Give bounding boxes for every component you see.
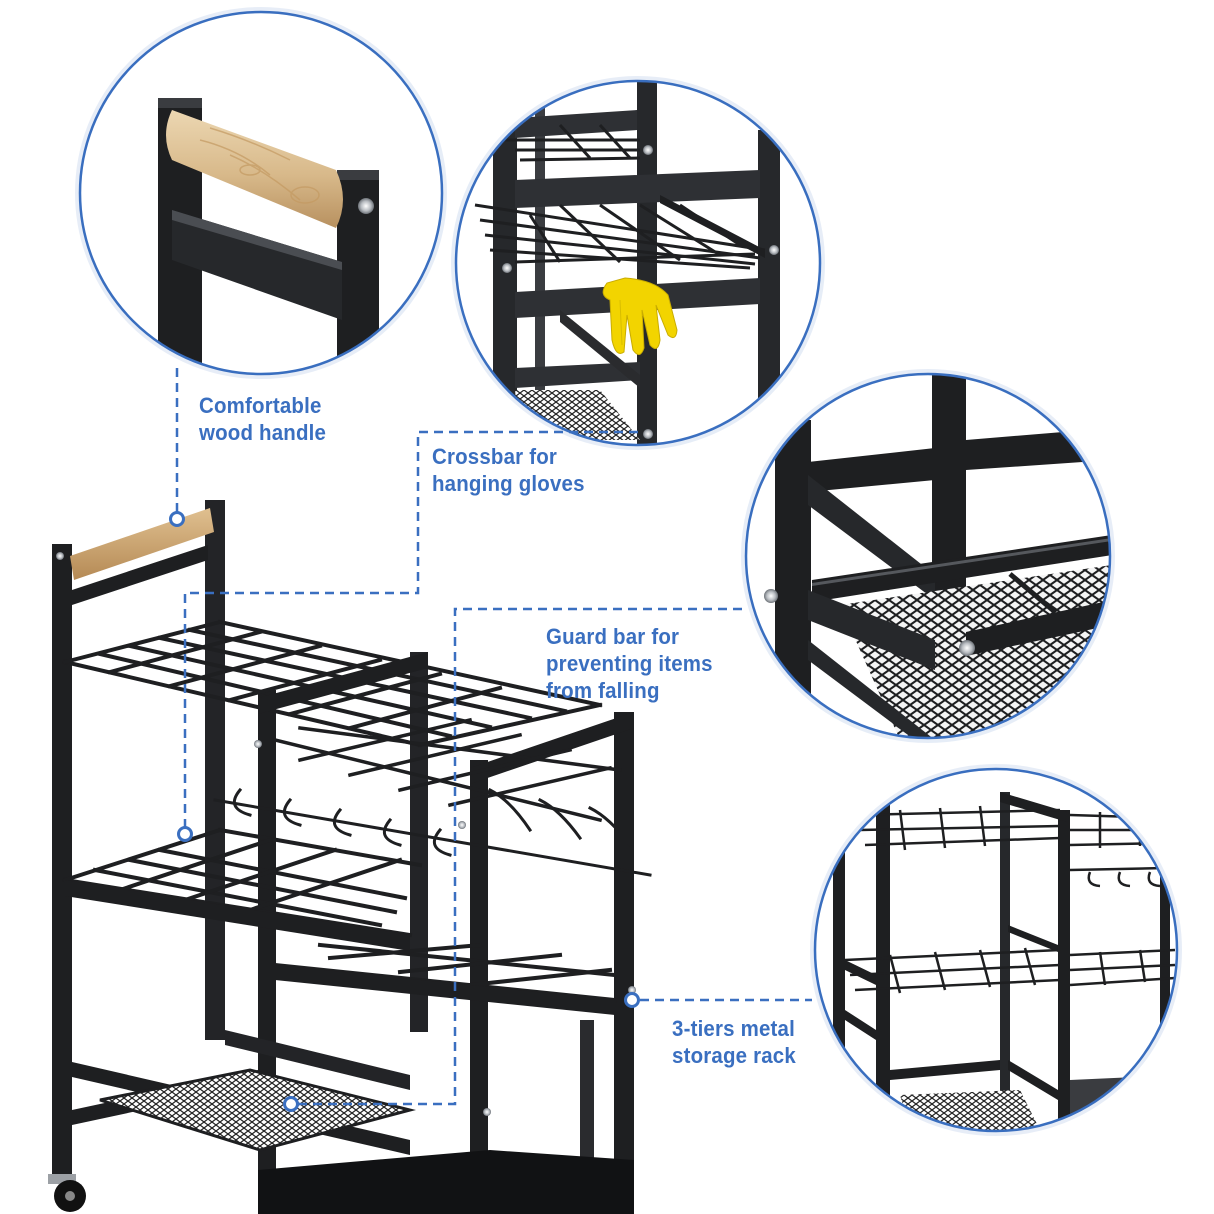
callout-crossbar: Crossbar for hanging gloves [432,443,585,497]
connector-endpoints [169,511,640,1112]
inset-border-gloves [454,79,822,447]
callout-guard-bar: Guard bar for preventing items from fall… [546,623,713,704]
connector-guard-bar [298,607,742,1106]
callout-wood-handle: Comfortable wood handle [199,392,326,446]
callout-crossbar-line2: hanging gloves [432,471,585,496]
inset-border-guard-bar [744,372,1112,740]
callout-tiers-line1: 3-tiers metal [672,1016,795,1041]
inset-gloves-art [456,81,820,445]
main-rack [48,500,652,1214]
inset-border-handle [78,10,444,376]
connector-crossbar [183,430,640,828]
callout-crossbar-line1: Crossbar for [432,444,558,469]
inset-border-tiers [813,767,1179,1133]
callout-tiers-line2: storage rack [672,1043,796,1068]
callout-wood-handle-line1: Comfortable [199,393,322,418]
callout-wood-handle-line2: wood handle [199,420,327,445]
callout-guard-bar-line1: Guard bar for [546,624,680,649]
callout-guard-bar-line2: preventing items [546,651,713,676]
callout-tiers: 3-tiers metal storage rack [672,1015,796,1069]
inset-guard-bar-art [746,374,1110,738]
callout-guard-bar-line3: from falling [546,678,660,703]
inset-handle-art [80,12,442,374]
callout-connectors [175,368,812,1106]
